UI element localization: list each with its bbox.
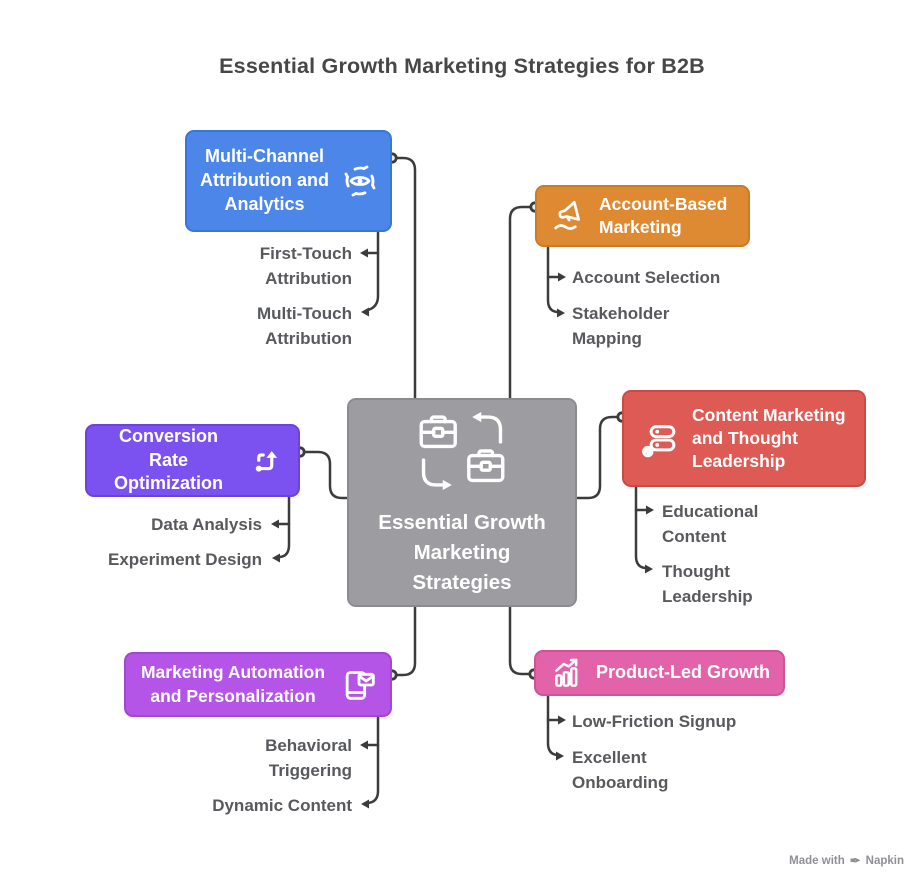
leaf-educational-content: Educational Content <box>662 502 759 546</box>
connector-multi-channel <box>390 156 417 400</box>
connector-automation <box>390 605 417 677</box>
connector-cro <box>298 450 349 500</box>
branch-node-abm: Account-Based Marketing <box>535 185 750 247</box>
phone-mail-icon <box>345 670 375 700</box>
leaf-excellent-onboarding: Excellent Onboarding <box>572 748 669 792</box>
branch-node-content: Content Marketing and Thought Leadership <box>622 390 866 487</box>
page-title: Essential Growth Marketing Strategies fo… <box>219 54 705 78</box>
branch-label: Marketing Automation and Personalization <box>140 662 326 706</box>
connector-abm <box>508 205 537 400</box>
central-label: Essential Growth Marketing Strategies <box>378 510 546 594</box>
watermark-prefix: Made with <box>789 854 845 867</box>
conversion-arrow-icon <box>255 450 278 472</box>
branch-node-automation: Marketing Automation and Personalization <box>124 652 392 717</box>
eye-analytics-icon <box>344 165 376 197</box>
branch-label: Conversion Rate Optimization <box>114 425 223 494</box>
branch-label: Product-Led Growth <box>596 662 770 683</box>
connector-plg <box>508 605 536 676</box>
watermark: Made with ✒ Napkin <box>789 854 904 867</box>
leaf-wire-multi-channel <box>366 230 380 312</box>
leaf-wire-plg <box>546 694 559 757</box>
branch-label: Content Marketing and Thought Leadership <box>692 404 846 472</box>
content-stack-icon <box>642 424 676 457</box>
branch-node-plg: Product-Led Growth <box>534 650 785 696</box>
napkin-pen-icon: ✒ <box>849 853 861 868</box>
growth-chart-icon <box>555 658 578 687</box>
central-node: Essential Growth Marketing Strategies <box>347 398 577 607</box>
leaf-wire-content <box>634 485 647 570</box>
branch-label: Account-Based Marketing <box>599 193 728 237</box>
leaf-multi-touch-attribution: Multi-Touch Attribution <box>256 304 352 348</box>
branch-node-cro: Conversion Rate Optimization <box>85 424 300 497</box>
watermark-brand: Napkin <box>865 854 904 867</box>
branch-node-multi-channel: Multi-Channel Attribution and Analytics <box>185 130 392 232</box>
leaf-data-analysis: Data Analysis <box>151 515 262 534</box>
leaf-behavioral-triggering: Behavioral Triggering <box>265 736 352 780</box>
megaphone-hand-icon <box>554 200 580 230</box>
leaf-wire-abm <box>546 245 559 314</box>
briefcase-exchange-icon <box>419 411 505 490</box>
leaf-experiment-design: Experiment Design <box>108 550 262 569</box>
leaf-wire-automation <box>366 715 380 805</box>
leaf-first-touch-attribution: First-Touch Attribution <box>259 244 352 288</box>
leaf-thought-leadership: Thought Leadership <box>662 562 753 606</box>
leaf-stakeholder-mapping: Stakeholder Mapping <box>572 304 670 348</box>
leaf-account-selection: Account Selection <box>572 268 721 287</box>
leaf-low-friction-signup: Low-Friction Signup <box>572 712 737 731</box>
leaf-wire-cro <box>278 495 291 559</box>
connector-content <box>575 415 624 500</box>
branch-label: Multi-Channel Attribution and Analytics <box>200 146 329 214</box>
leaf-dynamic-content: Dynamic Content <box>212 796 352 815</box>
